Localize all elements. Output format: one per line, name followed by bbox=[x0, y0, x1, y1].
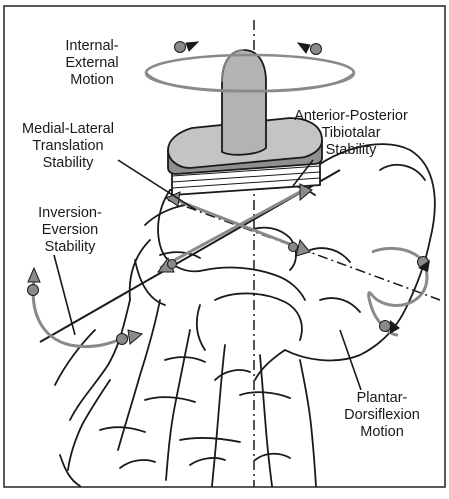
anterior-posterior-arrow bbox=[158, 184, 312, 272]
label-line: Eversion bbox=[20, 222, 120, 239]
label-inversion-eversion-stability: Inversion- Eversion Stability bbox=[20, 205, 120, 256]
label-line: Dorsiflexion bbox=[322, 407, 442, 424]
plantar-dorsiflexion-rotation-arrow bbox=[369, 248, 430, 335]
label-line: Anterior-Posterior bbox=[287, 108, 415, 125]
label-line: Motion bbox=[38, 72, 146, 89]
implant-stem bbox=[222, 50, 266, 155]
label-line: External bbox=[38, 55, 146, 72]
label-line: Stability bbox=[287, 142, 415, 159]
label-line: Stability bbox=[8, 155, 128, 172]
label-line: Internal- bbox=[38, 38, 146, 55]
label-line: Motion bbox=[322, 424, 442, 441]
label-line: Translation bbox=[8, 138, 128, 155]
contact-point-markers bbox=[168, 243, 298, 269]
label-line: Medial-Lateral bbox=[8, 121, 128, 138]
inversion-eversion-rotation-arrow bbox=[28, 268, 143, 347]
label-anterior-posterior-stability: Anterior-Posterior Tibiotalar Stability bbox=[287, 108, 415, 159]
label-line: Tibiotalar bbox=[287, 125, 415, 142]
label-plantar-dorsiflexion-motion: Plantar- Dorsiflexion Motion bbox=[322, 390, 442, 441]
label-internal-external-motion: Internal- External Motion bbox=[38, 38, 146, 89]
label-line: Stability bbox=[20, 239, 120, 256]
label-line: Inversion- bbox=[20, 205, 120, 222]
label-line: Plantar- bbox=[322, 390, 442, 407]
label-medial-lateral-stability: Medial-Lateral Translation Stability bbox=[8, 121, 128, 172]
